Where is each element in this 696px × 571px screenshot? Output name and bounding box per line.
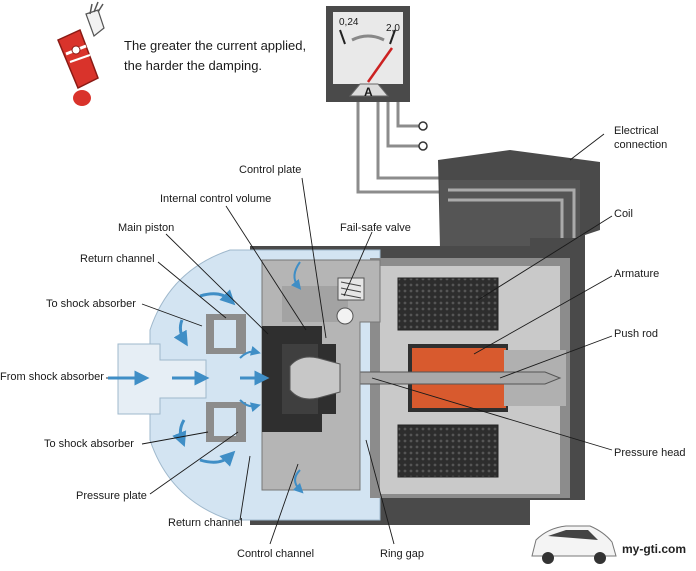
label-fail-safe-valve: Fail-safe valve	[340, 222, 411, 234]
label-pressure-plate: Pressure plate	[76, 490, 147, 502]
label-return-channel-bottom: Return channel	[168, 517, 243, 529]
label-return-channel-top: Return channel	[80, 253, 155, 265]
coil-upper	[397, 277, 499, 331]
meter-max-label: 2,0	[386, 23, 400, 34]
leader-lines	[106, 133, 613, 545]
inlet-port	[117, 343, 207, 415]
label-control-channel: Control channel	[237, 548, 315, 560]
meter-min-label: 0,24	[339, 17, 359, 28]
ammeter-icon	[326, 6, 410, 102]
terminal-icon	[418, 121, 428, 131]
electrical-connection-housing	[438, 150, 600, 250]
label-electrical-connection-2: connection	[614, 139, 668, 151]
fail-safe-valve	[336, 277, 365, 325]
meter-wires	[356, 102, 440, 194]
label-coil: Coil	[614, 208, 633, 220]
hand-stop-icon	[57, 1, 105, 106]
info-note-line1: The greater the current applied,	[124, 38, 307, 53]
coil-lower	[397, 424, 499, 478]
label-internal-control-volume: Internal control volume	[160, 193, 272, 205]
label-main-piston: Main piston	[118, 222, 175, 234]
label-ring-gap: Ring gap	[380, 548, 425, 560]
label-electrical-connection-1: Electrical	[614, 125, 659, 137]
return-channel-top	[214, 320, 236, 348]
info-note: The greater the current applied, the har…	[124, 36, 306, 76]
brand-watermark: my-gti.com	[622, 542, 687, 556]
label-control-plate: Control plate	[239, 164, 302, 176]
terminal-icon	[418, 141, 428, 151]
label-armature: Armature	[614, 268, 660, 280]
label-push-rod: Push rod	[614, 328, 659, 340]
label-to-shock-absorber-bottom: To shock absorber	[44, 438, 134, 450]
flow-arrows	[108, 261, 304, 494]
label-from-shock-absorber: From shock absorber	[0, 371, 104, 383]
label-pressure-head: Pressure head	[614, 447, 686, 459]
label-to-shock-absorber-top: To shock absorber	[46, 298, 136, 310]
return-channel-bottom	[214, 408, 236, 436]
info-note-line2: the harder the damping.	[124, 58, 263, 73]
meter-unit-label: A	[364, 85, 373, 99]
pressure-head	[289, 356, 341, 400]
car-icon	[531, 525, 617, 564]
push-rod	[329, 371, 562, 385]
